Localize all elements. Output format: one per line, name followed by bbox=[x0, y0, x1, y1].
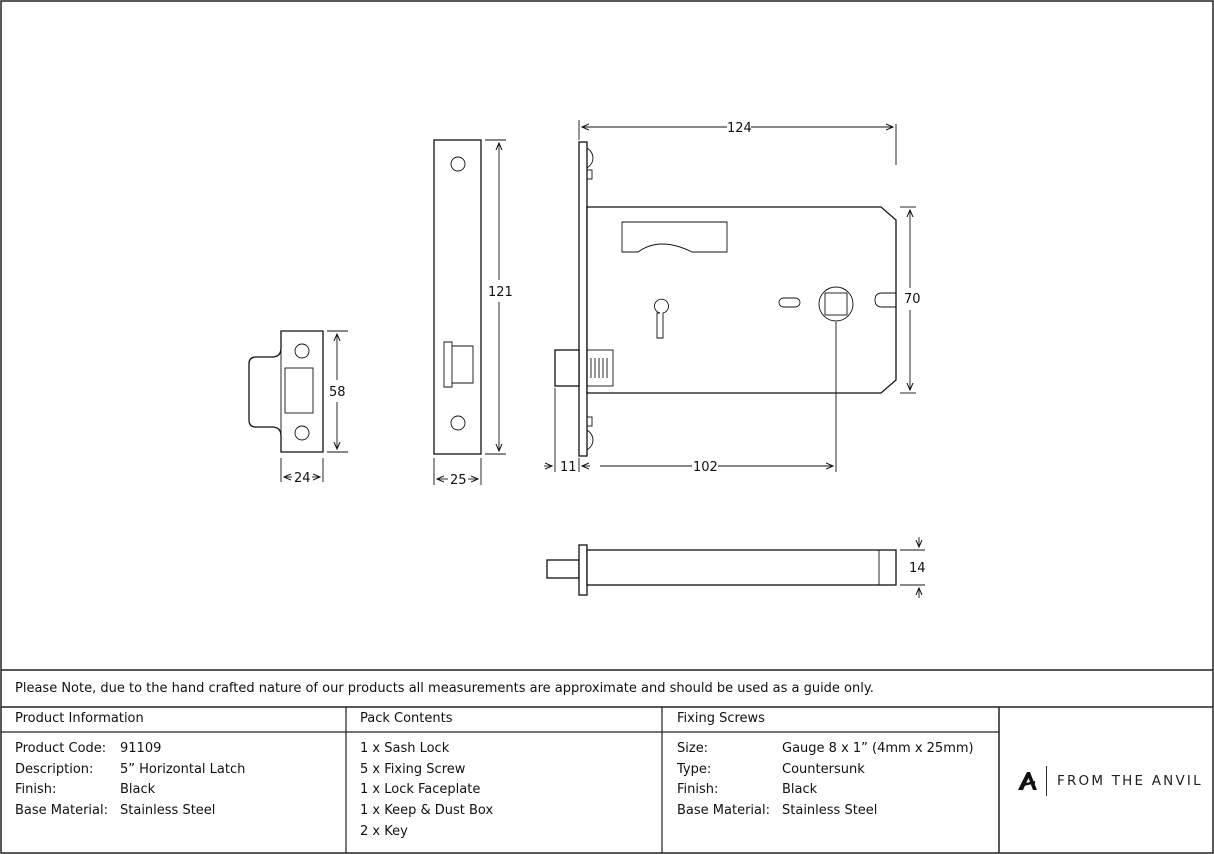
faceplate-width-label: 25 bbox=[450, 473, 467, 488]
lock-front-drawing: 124 70 11 102 bbox=[544, 120, 921, 475]
measurement-note: Please Note, due to the hand crafted nat… bbox=[15, 681, 874, 696]
logo-divider bbox=[1046, 766, 1047, 796]
pack-item: 2 x Key bbox=[360, 823, 408, 839]
pack-contents-heading: Pack Contents bbox=[360, 711, 453, 726]
brand-name: FROM THE ANVIL bbox=[1057, 773, 1203, 789]
faceplate-height-label: 121 bbox=[488, 285, 513, 300]
finish-row: Finish:Black bbox=[15, 782, 156, 798]
anvil-a-icon bbox=[1018, 772, 1037, 790]
fixing-screws-table: Size:Gauge 8 x 1” (4mm x 25mm) Type:Coun… bbox=[677, 739, 974, 822]
pack-item: 1 x Keep & Dust Box bbox=[360, 803, 494, 819]
pack-item: 1 x Lock Faceplate bbox=[360, 782, 481, 798]
pack-contents-list: 1 x Sash Lock 5 x Fixing Screw 1 x Lock … bbox=[360, 739, 493, 843]
brand-logo: FROM THE ANVIL bbox=[1016, 766, 1203, 796]
base-material-row: Base Material:Stainless Steel bbox=[15, 803, 216, 819]
body-thickness-label: 14 bbox=[909, 561, 926, 576]
title-block-lines bbox=[1, 669, 1213, 853]
product-code-row: Product Code:91109 bbox=[15, 741, 162, 756]
pack-item: 1 x Sash Lock bbox=[360, 741, 450, 756]
keep-width-label: 24 bbox=[294, 471, 311, 486]
keep-height-label: 58 bbox=[329, 385, 346, 400]
lock-top-drawing: 14 bbox=[546, 537, 926, 598]
screw-material-row: Base Material:Stainless Steel bbox=[677, 803, 878, 819]
lock-height-label: 70 bbox=[904, 292, 921, 307]
product-information-table: Product Code:91109 Description:5” Horizo… bbox=[15, 739, 245, 822]
keep-drawing: 58 24 bbox=[248, 330, 348, 486]
screw-finish-row: Finish:Black bbox=[677, 782, 818, 798]
backset-label: 102 bbox=[693, 460, 718, 475]
screw-type-row: Type:Countersunk bbox=[677, 761, 865, 777]
backset-offset-label: 11 bbox=[560, 460, 577, 475]
description-row: Description:5” Horizontal Latch bbox=[15, 761, 246, 777]
screw-size-row: Size:Gauge 8 x 1” (4mm x 25mm) bbox=[677, 741, 974, 756]
product-information-heading: Product Information bbox=[15, 711, 144, 726]
faceplate-drawing: 121 25 bbox=[433, 139, 513, 488]
lock-length-label: 124 bbox=[727, 121, 752, 136]
fixing-screws-heading: Fixing Screws bbox=[677, 711, 765, 726]
pack-item: 5 x Fixing Screw bbox=[360, 761, 466, 777]
